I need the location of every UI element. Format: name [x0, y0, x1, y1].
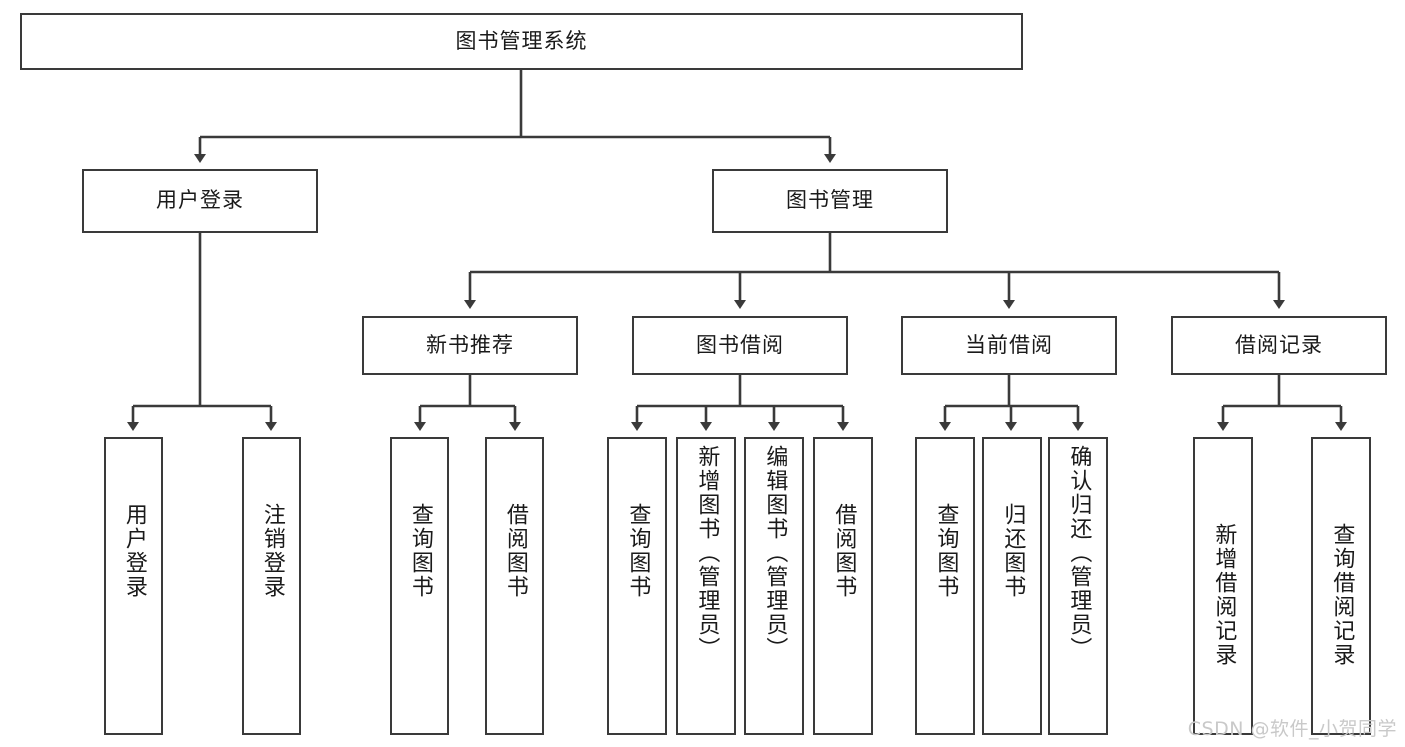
node-book-borrow-label: 图书借阅 — [696, 332, 784, 357]
leaf-current-return-book[interactable]: 归还图书 — [982, 437, 1042, 735]
watermark: CSDN @软件_小贺同学 — [1187, 718, 1397, 740]
node-user-login-label: 用户登录 — [156, 188, 244, 213]
leaf-user-login-login[interactable]: 用户登录 — [104, 437, 163, 735]
leaf-user-login-logout[interactable]: 注销登录 — [242, 437, 301, 735]
node-new-book-recommend-label: 新书推荐 — [426, 332, 514, 357]
leaf-label: 查询图书 — [933, 503, 959, 599]
leaf-label: 查询借阅记录 — [1329, 523, 1355, 667]
node-book-management-label: 图书管理 — [786, 188, 874, 213]
leaf-borrow-add-book-admin[interactable]: 新增图书（管理员） — [676, 437, 736, 735]
leaf-label: 查询图书 — [407, 503, 433, 599]
leaf-label: 确认归还（管理员） — [1066, 445, 1092, 661]
node-borrow-record-label: 借阅记录 — [1235, 332, 1323, 357]
leaf-borrow-query-book[interactable]: 查询图书 — [607, 437, 667, 735]
node-current-borrow[interactable]: 当前借阅 — [901, 316, 1117, 375]
leaf-label: 编辑图书（管理员） — [762, 445, 788, 661]
leaf-label: 新增借阅记录 — [1211, 523, 1237, 667]
node-book-borrow[interactable]: 图书借阅 — [632, 316, 848, 375]
leaf-label: 借阅图书 — [502, 503, 528, 599]
node-new-book-recommend[interactable]: 新书推荐 — [362, 316, 578, 375]
leaf-label: 用户登录 — [121, 503, 147, 599]
leaf-record-add-record[interactable]: 新增借阅记录 — [1193, 437, 1253, 735]
leaf-borrow-edit-book-admin[interactable]: 编辑图书（管理员） — [744, 437, 804, 735]
leaf-label: 查询图书 — [625, 503, 651, 599]
leaf-current-confirm-return-admin[interactable]: 确认归还（管理员） — [1048, 437, 1108, 735]
node-root-label: 图书管理系统 — [455, 28, 588, 53]
leaf-record-query-record[interactable]: 查询借阅记录 — [1311, 437, 1371, 735]
leaf-label: 注销登录 — [259, 503, 285, 599]
leaf-borrow-borrow-book[interactable]: 借阅图书 — [813, 437, 873, 735]
leaf-label: 新增图书（管理员） — [694, 445, 720, 661]
leaf-label: 借阅图书 — [831, 503, 857, 599]
leaf-label: 归还图书 — [1000, 503, 1026, 599]
node-borrow-record[interactable]: 借阅记录 — [1171, 316, 1387, 375]
node-user-login[interactable]: 用户登录 — [82, 169, 318, 233]
node-book-management[interactable]: 图书管理 — [712, 169, 948, 233]
leaf-new-book-borrow[interactable]: 借阅图书 — [485, 437, 544, 735]
node-current-borrow-label: 当前借阅 — [965, 332, 1053, 357]
leaf-new-book-query[interactable]: 查询图书 — [390, 437, 449, 735]
node-root[interactable]: 图书管理系统 — [20, 13, 1023, 70]
leaf-current-query-book[interactable]: 查询图书 — [915, 437, 975, 735]
